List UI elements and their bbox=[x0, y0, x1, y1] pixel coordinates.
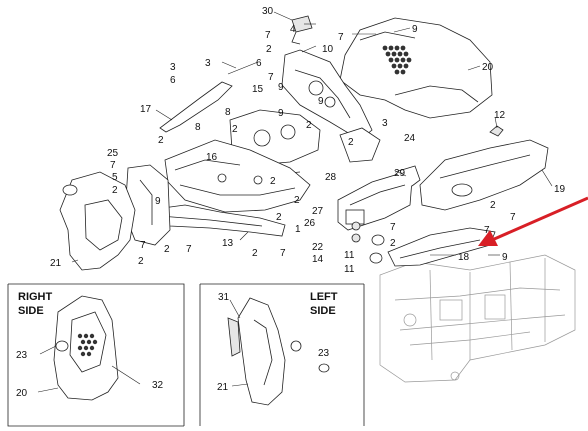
callout-19: 19 bbox=[554, 184, 566, 195]
callout-7: 7 bbox=[140, 240, 146, 251]
callout-2: 2 bbox=[276, 212, 282, 223]
right-side-honeycomb bbox=[77, 333, 98, 357]
callout-14: 14 bbox=[312, 254, 324, 265]
callout-7: 7 bbox=[265, 30, 271, 41]
callout-23: 23 bbox=[16, 350, 28, 361]
callout-27: 27 bbox=[312, 206, 324, 217]
callout-26: 26 bbox=[304, 218, 316, 229]
dash-panel bbox=[164, 139, 311, 213]
callout-9: 9 bbox=[155, 196, 161, 207]
part-19-right-cover bbox=[419, 125, 549, 211]
callout-2: 2 bbox=[390, 238, 396, 249]
callout-2: 2 bbox=[232, 124, 238, 135]
callout-21: 21 bbox=[50, 258, 62, 269]
callout-9: 9 bbox=[412, 24, 418, 35]
callout-2: 2 bbox=[348, 137, 354, 148]
part-17-side-trim bbox=[159, 81, 233, 133]
callout-4: 4 bbox=[290, 24, 296, 35]
part-29-air-duct bbox=[337, 165, 421, 243]
callout-5: 5 bbox=[112, 172, 118, 183]
left-side-panel-detail bbox=[227, 297, 330, 406]
callout-13: 13 bbox=[222, 238, 234, 249]
callout-2: 2 bbox=[252, 248, 258, 259]
callout-7: 7 bbox=[484, 225, 490, 236]
callout-24: 24 bbox=[404, 133, 416, 144]
callout-7: 7 bbox=[338, 32, 344, 43]
callout-32: 32 bbox=[152, 380, 164, 391]
callout-30: 30 bbox=[262, 6, 274, 17]
callout-7: 7 bbox=[110, 160, 116, 171]
callout-9: 9 bbox=[278, 82, 284, 93]
callout-7: 7 bbox=[186, 244, 192, 255]
callout-2: 2 bbox=[294, 195, 300, 206]
callout-1: 1 bbox=[295, 224, 301, 235]
callout-31: 31 bbox=[218, 292, 230, 303]
callout-6: 6 bbox=[170, 75, 176, 86]
honeycomb-grille bbox=[382, 45, 412, 75]
right-side-title-line2: SIDE bbox=[18, 305, 44, 317]
callout-7: 7 bbox=[510, 212, 516, 223]
callout-21: 21 bbox=[217, 382, 229, 393]
callout-22: 22 bbox=[312, 242, 324, 253]
callout-23: 23 bbox=[318, 348, 330, 359]
callout-10: 10 bbox=[322, 44, 334, 55]
part-21-left-fender bbox=[59, 171, 136, 271]
callout-2: 2 bbox=[270, 176, 276, 187]
right-side-panel-detail bbox=[37, 295, 141, 401]
callout-16: 16 bbox=[206, 152, 218, 163]
callout-2: 2 bbox=[164, 244, 170, 255]
callout-15: 15 bbox=[252, 84, 264, 95]
callout-6: 6 bbox=[256, 58, 262, 69]
callout-2: 2 bbox=[158, 135, 164, 146]
callout-8: 8 bbox=[225, 107, 231, 118]
callout-18: 18 bbox=[458, 252, 470, 263]
callout-25: 25 bbox=[107, 148, 119, 159]
part-20-rear-shell bbox=[339, 17, 493, 119]
callout-3: 3 bbox=[382, 118, 388, 129]
vehicle-frame-outline bbox=[379, 254, 576, 383]
callout-7: 7 bbox=[268, 72, 274, 83]
callout-28: 28 bbox=[325, 172, 337, 183]
callout-20: 20 bbox=[16, 388, 28, 399]
callout-2: 2 bbox=[490, 200, 496, 211]
callout-2: 2 bbox=[138, 256, 144, 267]
callout-3: 3 bbox=[170, 62, 176, 73]
callout-2: 2 bbox=[112, 185, 118, 196]
callout-7: 7 bbox=[390, 222, 396, 233]
part-30-bracket bbox=[291, 15, 313, 45]
callout-17: 17 bbox=[140, 104, 152, 115]
left-side-title-line2: SIDE bbox=[310, 305, 336, 317]
callout-9: 9 bbox=[278, 108, 284, 119]
leader-lines bbox=[71, 11, 553, 263]
callout-9: 9 bbox=[502, 252, 508, 263]
callout-20: 20 bbox=[482, 62, 494, 73]
callout-labels: 30 4 7 2 10 9 7 3 6 3 6 7 17 15 9 8 8 9 … bbox=[16, 6, 566, 399]
inset-frames bbox=[7, 283, 365, 427]
seal-rings-11 bbox=[369, 234, 385, 264]
callout-3: 3 bbox=[205, 58, 211, 69]
part-25-left-panel bbox=[124, 164, 171, 246]
callout-12: 12 bbox=[494, 110, 506, 121]
callout-29: 29 bbox=[394, 168, 406, 179]
callout-2: 2 bbox=[266, 44, 272, 55]
pointer-arrow bbox=[478, 196, 588, 246]
callout-11: 11 bbox=[344, 250, 355, 261]
callout-11: 11 bbox=[344, 264, 355, 275]
callout-8: 8 bbox=[195, 122, 201, 133]
right-side-title-line1: RIGHT bbox=[18, 291, 53, 303]
callout-9: 9 bbox=[318, 96, 324, 107]
left-side-title-line1: LEFT bbox=[310, 291, 338, 303]
part-18-lower-plate bbox=[387, 227, 496, 267]
callout-7: 7 bbox=[280, 248, 286, 259]
callout-2: 2 bbox=[306, 120, 312, 131]
